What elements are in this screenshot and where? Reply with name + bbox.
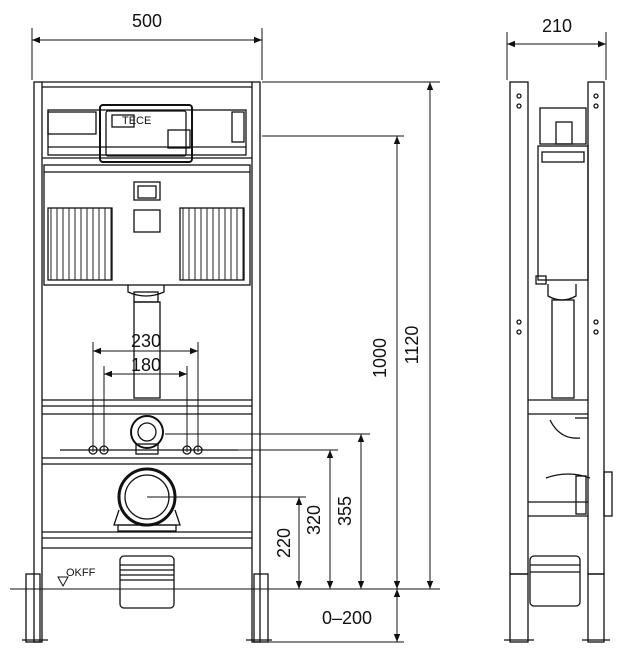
left-upright xyxy=(33,81,43,643)
right-foot xyxy=(253,573,269,643)
floor-label: OKFF xyxy=(66,567,96,579)
dim-depth-label: 210 xyxy=(542,16,572,36)
dim-adjust-label: 0–200 xyxy=(322,608,372,628)
front-view: TECE xyxy=(22,81,272,643)
dim-1000-label: 1000 xyxy=(370,338,390,378)
waste-pipe xyxy=(119,555,175,609)
flush-plate xyxy=(99,104,193,163)
right-upright xyxy=(251,81,261,643)
side-front-upright xyxy=(587,81,605,575)
right-grille xyxy=(179,207,245,281)
dim-230-label: 230 xyxy=(131,331,161,351)
dim-220-label: 220 xyxy=(274,528,294,558)
svg-text:TECE: TECE xyxy=(122,115,151,127)
side-bracket xyxy=(603,471,613,517)
left-grille xyxy=(47,207,113,281)
floor-marker xyxy=(57,576,69,588)
side-rear-upright xyxy=(509,81,529,575)
side-waste-pipe xyxy=(529,555,581,607)
left-foot xyxy=(25,573,41,643)
dim-355-label: 355 xyxy=(335,496,355,526)
dim-1120-label: 1120 xyxy=(402,326,422,365)
side-flush-pipe xyxy=(551,299,575,399)
dim-width-label: 500 xyxy=(132,11,162,31)
dim-320-label: 320 xyxy=(304,505,324,535)
dim-180-label: 180 xyxy=(131,355,161,375)
side-view xyxy=(504,81,613,643)
water-inlet xyxy=(130,415,164,449)
side-cistern xyxy=(537,145,589,281)
cistern-body xyxy=(43,164,251,286)
